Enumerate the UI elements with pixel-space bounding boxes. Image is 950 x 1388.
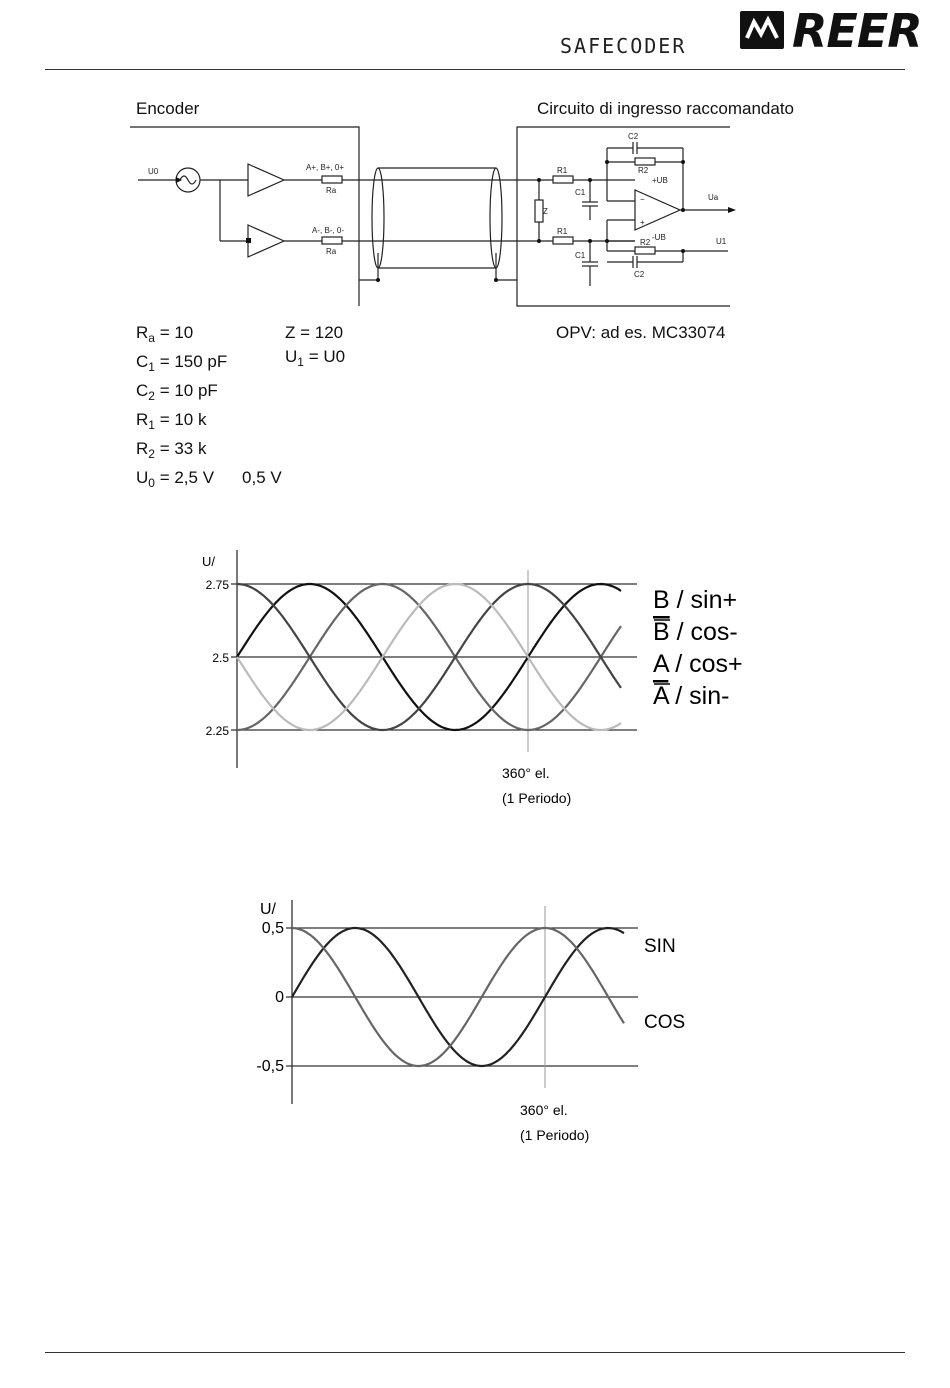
chart2-annotation-2: (1 Periodo) — [520, 1127, 589, 1143]
c1-series-a-sin- — [236, 582, 622, 732]
chart-sincos-signals: U/ 0,5 0 -0,5 SIN COS 360° el. (1 Periodo) — [256, 900, 685, 1143]
param-c2: C2 = 10 pF — [136, 381, 218, 403]
ub-neg-label: -UB — [652, 233, 666, 242]
c2-label-top: C2 — [628, 132, 639, 141]
ua-label: Ua — [708, 193, 719, 202]
c1-tick-label: 2.25 — [206, 724, 230, 738]
u1-label: U1 — [716, 237, 727, 246]
c2-tick-label: 0 — [275, 989, 284, 1006]
output-pos-label: A+, B+, 0+ — [306, 163, 344, 172]
r1-label-bottom: R1 — [557, 227, 568, 236]
encoder-label: Encoder — [136, 99, 200, 118]
circuit-diagram: U0 A+, B+, 0+ Ra A-, B-, 0- Ra Z R1 R1 C… — [130, 126, 736, 307]
chart2-ylabel: U/ — [260, 901, 277, 918]
param-opv: OPV: ad es. MC33074 — [556, 323, 726, 342]
r1-label-top: R1 — [557, 166, 568, 175]
chart1-ylabel: U/ — [202, 554, 215, 569]
footer-divider — [45, 1352, 905, 1353]
param-u1: U1 = U0 — [285, 347, 346, 369]
brand-logo-icon — [740, 11, 784, 49]
c2-tick-label: -0,5 — [256, 1058, 284, 1075]
legend-item-cos: COS — [644, 1012, 685, 1033]
c1-series-b-cos- — [236, 582, 622, 732]
c2-series-cos — [291, 926, 625, 1068]
legend-item: B / cos- — [653, 618, 738, 646]
input-circuit-label: Circuito di ingresso raccomandato — [537, 99, 795, 118]
param-r1: R1 = 10 k — [136, 410, 207, 432]
param-z: Z = 120 — [285, 323, 344, 342]
param-list-2: Z = 120 U1 = U0 — [285, 321, 345, 374]
chart2-annotation-1: 360° el. — [520, 1102, 568, 1118]
param-r2: R2 = 33 k — [136, 439, 207, 461]
c2-series-sin — [291, 926, 625, 1068]
brand-name: REER — [792, 4, 923, 58]
legend-item-sin: SIN — [644, 936, 676, 957]
c1-label-bottom: C1 — [575, 251, 586, 260]
param-list: Ra = 10 C1 = 150 pF C2 = 10 pF R1 = 10 k… — [136, 321, 282, 495]
legend-item: A / sin- — [653, 682, 729, 710]
param-ra: Ra = 10 — [136, 323, 194, 345]
c1-tick-label: 2.75 — [206, 578, 230, 592]
brand-subtitle: SAFECODER — [560, 34, 687, 58]
output-neg-label: A-, B-, 0- — [312, 226, 344, 235]
param-c1: C1 = 150 pF — [136, 352, 228, 374]
c1-series-a-cos- — [236, 582, 622, 732]
c2-label-bottom: C2 — [634, 270, 645, 279]
c1-tick-label: 2.5 — [212, 651, 229, 665]
ra-label-top: Ra — [326, 186, 337, 195]
header-divider — [45, 69, 905, 70]
legend-item: B / sin+ — [653, 586, 737, 614]
source-label: U0 — [148, 167, 159, 176]
opamp-minus: − — [640, 195, 645, 204]
opamp-plus: + — [640, 218, 645, 227]
chart1-annotation-1: 360° el. — [502, 765, 550, 781]
r2-label-top: R2 — [638, 166, 649, 175]
c1-label-top: C1 — [575, 188, 586, 197]
c2-tick-label: 0,5 — [262, 920, 284, 937]
ub-pos-label: +UB — [652, 176, 668, 185]
z-label: Z — [543, 207, 548, 216]
legend-item: A / cos+ — [653, 650, 743, 678]
r2-label-bottom: R2 — [640, 238, 651, 247]
chart-diff-signals: U/ 2.75 2.5 2.25 B / sin+ B / cos- A / cos+ A… — [202, 550, 743, 806]
chart1-annotation-2: (1 Periodo) — [502, 790, 571, 806]
c1-series-b-sin- — [236, 582, 622, 732]
ra-label-bottom: Ra — [326, 247, 337, 256]
